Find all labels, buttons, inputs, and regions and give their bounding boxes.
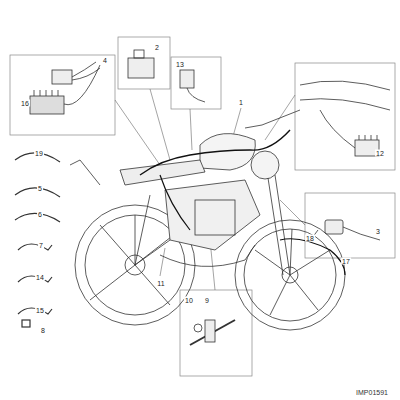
callout-number: 17: [341, 258, 351, 265]
callout-number: 4: [102, 57, 108, 64]
callout-number: 13: [175, 61, 185, 68]
callout-number: 8: [40, 327, 46, 334]
callout-number: 19: [34, 150, 44, 157]
callout-number: 2: [154, 44, 160, 51]
callout-number: 10: [184, 297, 194, 304]
callout-number: 1: [238, 99, 244, 106]
callout-number: 11: [156, 280, 165, 287]
callout-number: 6: [37, 211, 43, 218]
callout-number: 5: [37, 185, 43, 192]
callout-number: 3: [375, 228, 381, 235]
callout-number: 7: [38, 242, 44, 249]
callout-number: 14: [35, 274, 45, 281]
callout-number: 15: [35, 307, 45, 314]
callout-number: 12: [375, 150, 385, 157]
callout-number: 9: [204, 297, 210, 304]
callout-number: 16: [20, 100, 30, 107]
drawing-code: IMP01591: [355, 389, 389, 396]
callout-number: 18: [305, 235, 315, 242]
